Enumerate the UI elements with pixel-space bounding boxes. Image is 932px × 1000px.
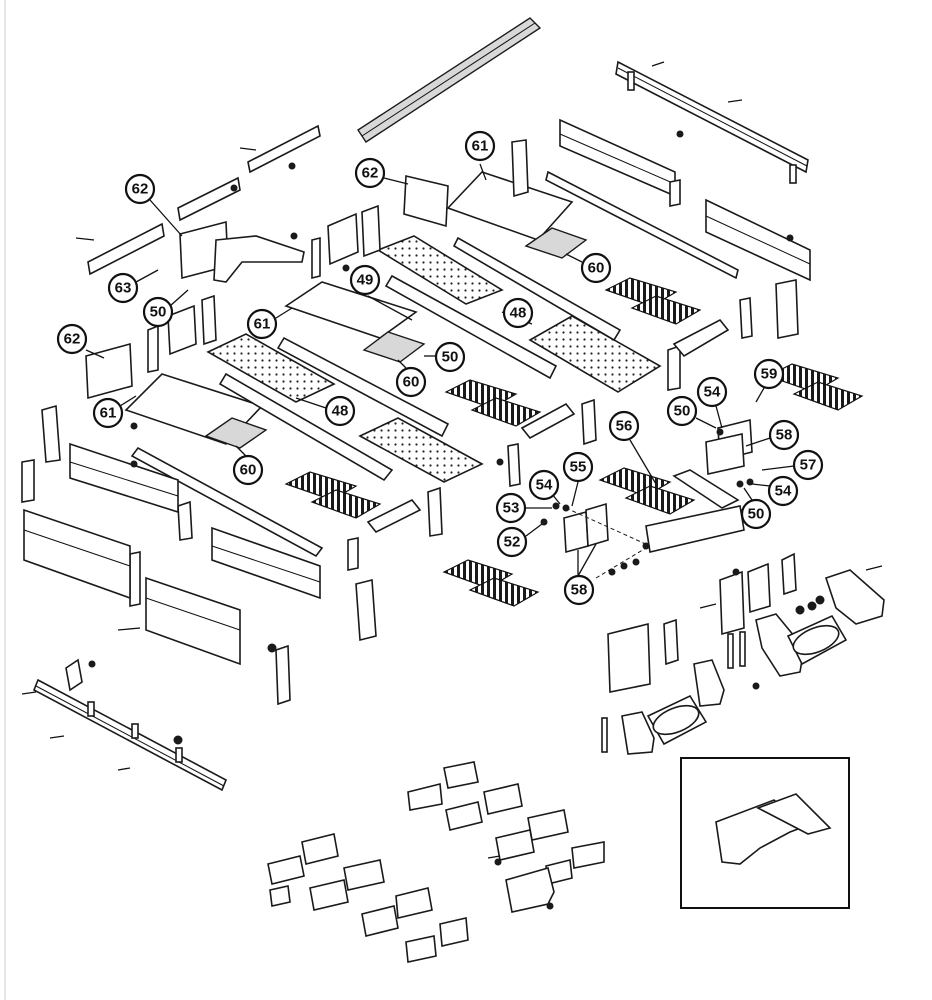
svg-text:50: 50	[442, 349, 459, 366]
svg-text:54: 54	[704, 384, 721, 401]
top-rail-long	[357, 17, 542, 143]
floor-plate-61-top	[446, 171, 574, 241]
callout-50-right-lower: 50	[740, 487, 772, 530]
callout-62-top: 62	[354, 157, 409, 189]
panel-plate-62-left-lower	[85, 342, 133, 400]
svg-text:54: 54	[775, 483, 792, 500]
lower-right-brackets	[601, 552, 885, 755]
callout-54-lower: 54	[528, 469, 561, 505]
side-panel-lower-1	[69, 442, 179, 514]
small-plate-60-low	[204, 417, 268, 449]
callout-50-right-upper: 50	[666, 395, 717, 429]
clamp-brackets	[167, 204, 730, 534]
callout-48-upper: 48	[501, 297, 534, 329]
step-frame-56	[645, 469, 745, 553]
bracket-assembly-58-upper	[705, 418, 753, 475]
panel-plate-62-top	[403, 174, 449, 228]
small-plate-60-mid	[362, 331, 426, 363]
svg-text:52: 52	[504, 534, 521, 551]
callout-49: 49	[349, 264, 413, 321]
long-rail-low	[130, 446, 324, 558]
svg-text:61: 61	[254, 316, 271, 333]
svg-text:48: 48	[510, 305, 527, 322]
side-plate-right-upper	[559, 118, 676, 198]
callout-60-top: 60	[565, 252, 612, 284]
callout-55: 55	[562, 451, 594, 507]
callout-50-left: 50	[142, 289, 189, 328]
callout-60-mid: 60	[395, 359, 427, 398]
perforated-panel-48-top	[376, 235, 504, 305]
floor-plate-61-mid	[284, 281, 418, 339]
svg-text:61: 61	[472, 138, 489, 155]
callout-61-low: 61	[92, 395, 137, 429]
callout-54-upper: 54	[696, 376, 728, 429]
long-rail-upper	[384, 236, 622, 380]
left-bracket-top	[87, 124, 321, 276]
top-rail-right	[615, 60, 809, 184]
perforated-panel-48-mid	[206, 333, 336, 403]
svg-text:53: 53	[503, 500, 520, 517]
callout-60-low: 60	[232, 445, 264, 486]
svg-text:60: 60	[240, 462, 257, 479]
callout-61-mid: 61	[246, 307, 293, 340]
svg-text:58: 58	[571, 582, 588, 599]
step-grate-pair-6	[442, 559, 540, 607]
bottom-rail	[32, 658, 228, 792]
bottom-bracket-cluster-2	[267, 833, 469, 963]
callout-54-right: 54	[751, 475, 799, 507]
side-plate-right-mid	[705, 198, 811, 282]
callout-52: 52	[496, 523, 543, 558]
svg-text:58: 58	[776, 427, 793, 444]
svg-text:62: 62	[64, 331, 81, 348]
svg-text:61: 61	[100, 405, 117, 422]
washer-row	[540, 428, 754, 579]
perforated-panel-48-low	[358, 417, 484, 483]
callout-56: 56	[608, 410, 657, 485]
svg-text:60: 60	[588, 260, 605, 277]
svg-text:63: 63	[115, 280, 132, 297]
callout-58-lower: 58	[563, 543, 597, 606]
bottom-bracket-cluster-1	[407, 761, 605, 885]
svg-text:62: 62	[132, 181, 149, 198]
callout-58-upper: 58	[745, 419, 800, 451]
svg-text:56: 56	[616, 418, 633, 435]
step-grate-pair-2	[444, 379, 542, 427]
callout-59: 59	[753, 358, 785, 403]
hardware-bolts	[21, 61, 883, 771]
callout-61-top: 61	[464, 130, 496, 181]
callout-63: 63	[107, 269, 159, 304]
callout-48-lower: 48	[295, 395, 356, 427]
long-rail-mid	[218, 336, 450, 482]
bottom-center-bracket	[487, 855, 555, 913]
step-grate-pair-1	[604, 277, 702, 325]
svg-text:59: 59	[761, 366, 778, 383]
bracket-assembly-58-lower	[563, 502, 609, 554]
perforated-panel-48-right	[528, 315, 662, 393]
side-bar-right	[545, 170, 739, 280]
svg-text:50: 50	[748, 506, 765, 523]
svg-text:54: 54	[536, 477, 553, 494]
svg-text:49: 49	[357, 272, 374, 289]
callout-53: 53	[495, 492, 552, 524]
svg-text:48: 48	[332, 403, 349, 420]
svg-text:62: 62	[362, 165, 379, 182]
side-panel-lower-3	[211, 526, 321, 600]
svg-text:50: 50	[150, 304, 167, 321]
svg-text:57: 57	[800, 457, 817, 474]
inset-detail-box	[680, 757, 850, 909]
step-grate-pair-5	[598, 467, 696, 515]
small-plate-60-top	[524, 227, 588, 259]
callout-57: 57	[761, 449, 824, 481]
callout-62-left-upper: 62	[124, 173, 183, 237]
step-grate-pair-4	[284, 471, 382, 519]
svg-text:55: 55	[570, 459, 587, 476]
side-panel-lower-4	[145, 576, 241, 666]
svg-text:60: 60	[403, 374, 420, 391]
side-panel-lower-2	[23, 508, 131, 600]
step-grate-pair-3	[766, 363, 864, 411]
callout-50-mid: 50	[424, 341, 466, 373]
svg-text:50: 50	[674, 403, 691, 420]
callout-62-left-lower: 62	[56, 323, 105, 359]
